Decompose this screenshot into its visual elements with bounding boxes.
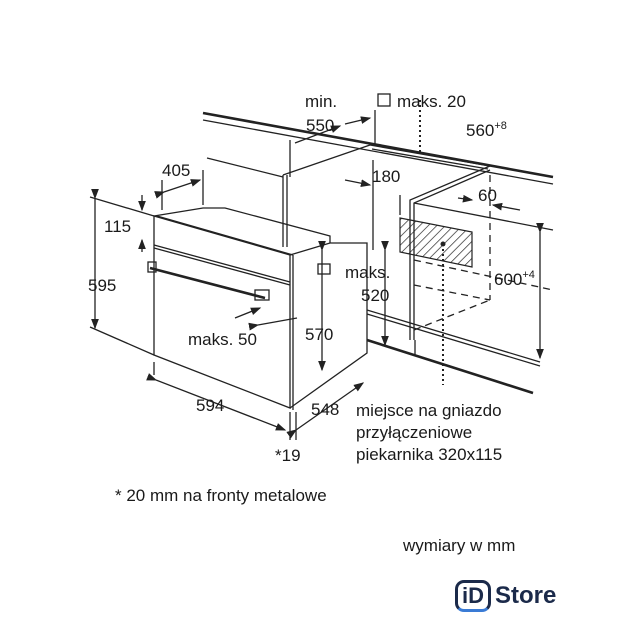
logo-text: Store bbox=[495, 582, 557, 609]
square-icon bbox=[377, 93, 391, 107]
label-570: 570 bbox=[305, 325, 333, 344]
label-560: 560+8 bbox=[466, 120, 507, 140]
socket-note-line-1: miejsce na gniazdo bbox=[356, 401, 502, 420]
label-115: 115 bbox=[104, 217, 131, 236]
idstore-logo: iD Store bbox=[455, 580, 556, 612]
label-550: 550 bbox=[306, 116, 334, 135]
label-180: 180 bbox=[372, 167, 400, 186]
units-note: wymiary w mm bbox=[403, 536, 516, 555]
label-19: *19 bbox=[275, 446, 301, 465]
footnote: * 20 mm na fronty metalowe bbox=[115, 486, 327, 505]
label-min: min. bbox=[305, 92, 337, 111]
label-595: 595 bbox=[88, 276, 116, 295]
cabinet-outline bbox=[202, 111, 554, 395]
label-405: 405 bbox=[162, 161, 190, 180]
socket-note-line-2: przyłączeniowe bbox=[356, 423, 472, 442]
label-594: 594 bbox=[196, 396, 224, 415]
dimension-lines bbox=[89, 110, 544, 440]
niche-dashed-box bbox=[413, 100, 554, 385]
oven-handle bbox=[149, 266, 266, 300]
logo-box: iD bbox=[455, 580, 491, 612]
label-600: 600+4 bbox=[494, 269, 535, 289]
label-60: 60 bbox=[478, 186, 497, 205]
label-maks-20: maks. 20 bbox=[397, 92, 466, 111]
label-520: 520 bbox=[361, 286, 389, 305]
label-maks: maks. bbox=[345, 263, 390, 282]
label-maks-50: maks. 50 bbox=[188, 330, 257, 349]
socket-note-line-3: piekarnika 320x115 bbox=[356, 445, 502, 464]
socket-area-hatch bbox=[399, 217, 473, 268]
oven-body bbox=[147, 207, 368, 410]
label-548: 548 bbox=[311, 400, 339, 419]
